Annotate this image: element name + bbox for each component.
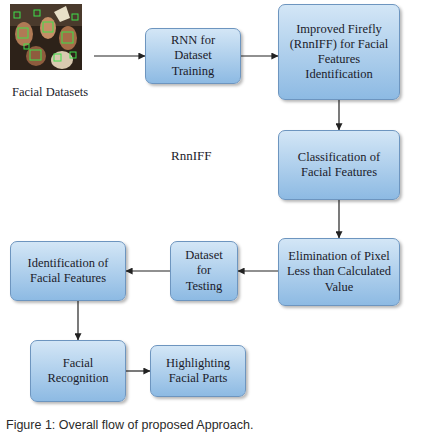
box-text: Classification of Facial Features	[285, 150, 393, 181]
arrow-line	[126, 270, 170, 271]
process-box: Classification of Facial Features	[278, 130, 400, 200]
box-text: Improved Firefly (RnnIFF) for Facial Fea…	[285, 22, 393, 83]
dataset-image: Facial Datasets	[8, 4, 94, 100]
arrow-line	[238, 270, 278, 271]
arrow-line	[126, 370, 150, 371]
flow-arrow	[126, 271, 170, 272]
process-box: Facial Recognition	[30, 340, 126, 402]
image-label: Facial Datasets	[12, 85, 88, 100]
flow-arrow	[94, 56, 145, 57]
flow-arrow	[339, 100, 340, 130]
face-shape	[40, 17, 56, 39]
box-text: Facial Recognition	[37, 356, 119, 387]
face-shape	[15, 22, 33, 46]
arrow-line	[77, 301, 78, 340]
process-box: Improved Firefly (RnnIFF) for Facial Fea…	[278, 4, 400, 100]
arrow-line	[241, 55, 278, 56]
flow-arrow	[339, 200, 340, 238]
process-box: Elimination of Pixel Less than Calculate…	[278, 238, 400, 306]
figure-caption: Figure 1: Overall flow of proposed Appro…	[6, 418, 424, 432]
arrow-line	[94, 55, 145, 56]
face-shape	[59, 26, 77, 50]
process-box: RNN for Dataset Training	[145, 28, 241, 84]
facial-photo	[10, 4, 82, 70]
process-box: Identification of Facial Features	[10, 241, 126, 301]
photo-background	[10, 4, 82, 70]
box-text: Elimination of Pixel Less than Calculate…	[285, 249, 393, 295]
process-box: Highlighting Facial Parts	[150, 345, 246, 397]
detection-boxes	[14, 10, 78, 61]
flow-arrow	[78, 301, 79, 340]
box-text: Identification of Facial Features	[17, 256, 119, 287]
box-text: Highlighting Facial Parts	[157, 356, 239, 387]
arrow-line	[338, 100, 339, 130]
diagram-label: RnnIFF	[171, 148, 211, 164]
arrow-line	[338, 200, 339, 238]
box-text: Dataset for Testing	[177, 248, 231, 294]
process-box: Dataset for Testing	[170, 241, 238, 301]
photo-highlight	[54, 6, 70, 22]
flow-arrow	[238, 271, 278, 272]
box-text: RNN for Dataset Training	[152, 33, 234, 79]
flow-arrow	[126, 371, 150, 372]
flow-arrow	[241, 56, 278, 57]
